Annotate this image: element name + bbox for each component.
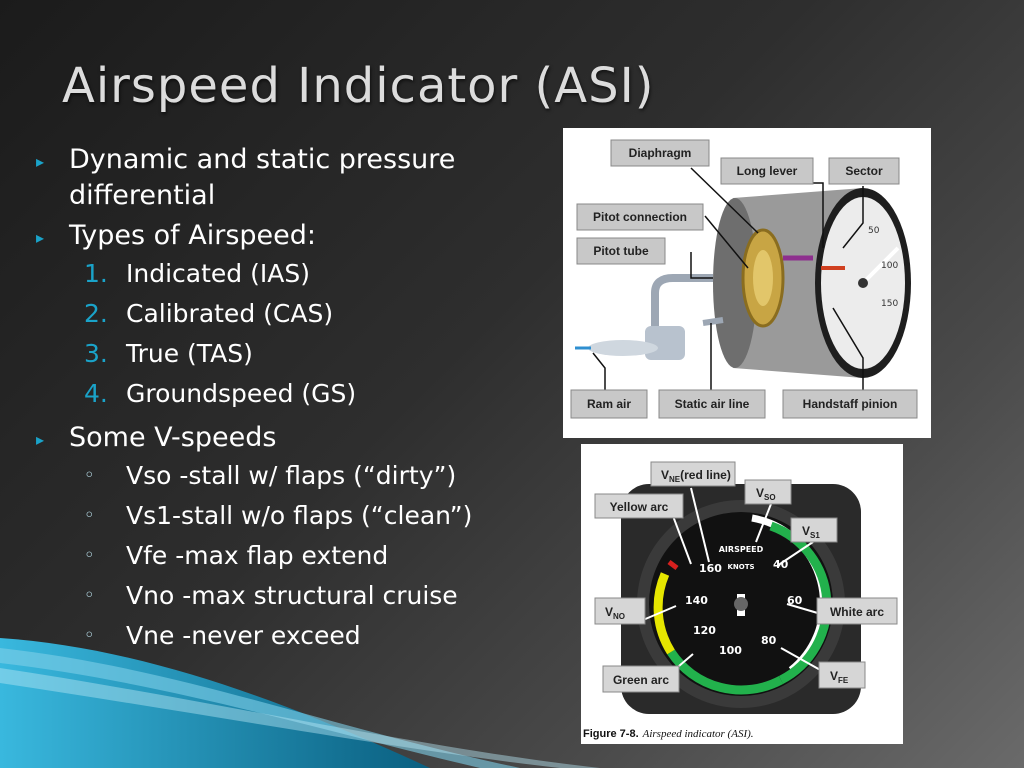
label-box bbox=[720, 157, 814, 185]
list-text: Vno -max structural cruise bbox=[126, 581, 458, 610]
figure-caption: Figure 7-8.Airspeed indicator (ASI). bbox=[583, 728, 754, 740]
label-box bbox=[576, 203, 704, 231]
bullet-vspeeds: ▸ Some V-speeds bbox=[36, 420, 556, 456]
label-vso: VSO bbox=[756, 486, 776, 502]
sub-bullet-icon: ◦ bbox=[84, 505, 95, 526]
list-text: Vne -never exceed bbox=[126, 621, 361, 650]
dial-number: 100 bbox=[881, 261, 898, 271]
label-white-arc: White arc bbox=[830, 605, 884, 619]
label-vs1: VS1 bbox=[802, 524, 820, 540]
list-text: Calibrated (CAS) bbox=[126, 299, 334, 328]
bullet-marker-icon: ▸ bbox=[36, 430, 45, 449]
list-item-type-4: 4. Groundspeed (GS) bbox=[36, 374, 556, 414]
dial-number: 80 bbox=[761, 634, 777, 647]
pitot-tube-shape bbox=[588, 340, 658, 356]
label-box bbox=[602, 665, 680, 693]
decorative-wave bbox=[0, 638, 600, 768]
list-number: 4. bbox=[84, 379, 108, 408]
slide-title: Airspeed Indicator (ASI) bbox=[62, 58, 655, 114]
label-pitot-tube: Pitot tube bbox=[593, 244, 649, 258]
list-item-vne: ◦ Vne -never exceed bbox=[36, 616, 556, 656]
bullet-marker-icon: ▸ bbox=[36, 152, 45, 171]
case-rim bbox=[713, 198, 757, 368]
label-handstaff-pinion: Handstaff pinion bbox=[803, 397, 898, 411]
label-diaphragm: Diaphragm bbox=[629, 146, 692, 160]
bullet-airspeed-types: ▸ Types of Airspeed: bbox=[36, 218, 556, 254]
asi-face-diagram: AIRSPEED KNOTS 40 60 80 100 120 140 160 … bbox=[581, 444, 903, 744]
bullet-text: Types of Airspeed: bbox=[69, 220, 317, 251]
list-item-vfe: ◦ Vfe -max flap extend bbox=[36, 536, 556, 576]
label-long-lever: Long lever bbox=[737, 164, 798, 178]
label-box bbox=[818, 661, 866, 689]
list-number: 3. bbox=[84, 339, 108, 368]
static-line-pipe bbox=[702, 317, 724, 326]
dial-needle bbox=[861, 246, 900, 285]
list-item-vno: ◦ Vno -max structural cruise bbox=[36, 576, 556, 616]
dial-number: 120 bbox=[693, 624, 716, 637]
dial-title: AIRSPEED bbox=[719, 545, 764, 554]
label-vfe: VFE bbox=[830, 669, 849, 685]
list-item-type-2: 2. Calibrated (CAS) bbox=[36, 294, 556, 334]
label-static-air-line: Static air line bbox=[675, 397, 750, 411]
sub-bullet-icon: ◦ bbox=[84, 465, 95, 486]
label-box bbox=[790, 517, 838, 543]
list-text: Groundspeed (GS) bbox=[126, 379, 357, 408]
label-box bbox=[744, 479, 792, 505]
label-box bbox=[594, 493, 684, 519]
label-box bbox=[650, 461, 736, 487]
bullet-pressure: ▸ Dynamic and static pressure differenti… bbox=[36, 142, 556, 214]
label-vno: VNO bbox=[605, 605, 625, 621]
list-text: Vso -stall w/ flaps (“dirty”) bbox=[126, 461, 457, 490]
list-item-type-1: 1. Indicated (IAS) bbox=[36, 254, 556, 294]
bullet-text: Some V-speeds bbox=[69, 422, 277, 453]
label-box bbox=[828, 157, 900, 185]
label-sector: Sector bbox=[845, 164, 883, 178]
label-ram-air: Ram air bbox=[587, 397, 631, 411]
label-green-arc: Green arc bbox=[613, 673, 669, 687]
list-text: Vs1-stall w/o flaps (“clean”) bbox=[126, 501, 473, 530]
list-item-vso: ◦ Vso -stall w/ flaps (“dirty”) bbox=[36, 456, 556, 496]
list-text: True (TAS) bbox=[126, 339, 253, 368]
red-line bbox=[667, 560, 679, 570]
list-text: Vfe -max flap extend bbox=[126, 541, 389, 570]
dial-unit: KNOTS bbox=[727, 563, 754, 571]
label-box bbox=[610, 139, 710, 167]
label-pitot-connection: Pitot connection bbox=[593, 210, 687, 224]
dial-number: 60 bbox=[787, 594, 803, 607]
pitot-body bbox=[645, 326, 685, 360]
list-item-type-3: 3. True (TAS) bbox=[36, 334, 556, 374]
dial-number: 150 bbox=[881, 299, 898, 309]
label-vne: VNE(red line) bbox=[661, 468, 731, 484]
label-box bbox=[576, 237, 666, 265]
pitot-pipe bbox=[651, 274, 713, 326]
bullet-marker-icon: ▸ bbox=[36, 228, 45, 247]
list-text: Indicated (IAS) bbox=[126, 259, 310, 288]
label-box bbox=[570, 389, 648, 419]
dial-number: 140 bbox=[685, 594, 708, 607]
asi-cutaway-diagram: 50 100 150 Diaphragm Long lever Sector P… bbox=[563, 128, 931, 438]
label-box bbox=[594, 597, 646, 625]
bullet-list: ▸ Dynamic and static pressure differenti… bbox=[36, 142, 556, 656]
label-box bbox=[658, 389, 766, 419]
sub-bullet-icon: ◦ bbox=[84, 585, 95, 606]
dial-number: 50 bbox=[868, 226, 880, 236]
bullet-text: Dynamic and static pressure differential bbox=[69, 144, 456, 211]
list-item-vs1: ◦ Vs1-stall w/o flaps (“clean”) bbox=[36, 496, 556, 536]
label-box bbox=[816, 597, 898, 625]
list-number: 1. bbox=[84, 259, 108, 288]
sub-bullet-icon: ◦ bbox=[84, 545, 95, 566]
sub-bullet-icon: ◦ bbox=[84, 625, 95, 646]
label-yellow-arc: Yellow arc bbox=[610, 500, 669, 514]
dial-number: 160 bbox=[699, 562, 722, 575]
list-number: 2. bbox=[84, 299, 108, 328]
dial-number: 100 bbox=[719, 644, 742, 657]
label-box bbox=[782, 389, 918, 419]
